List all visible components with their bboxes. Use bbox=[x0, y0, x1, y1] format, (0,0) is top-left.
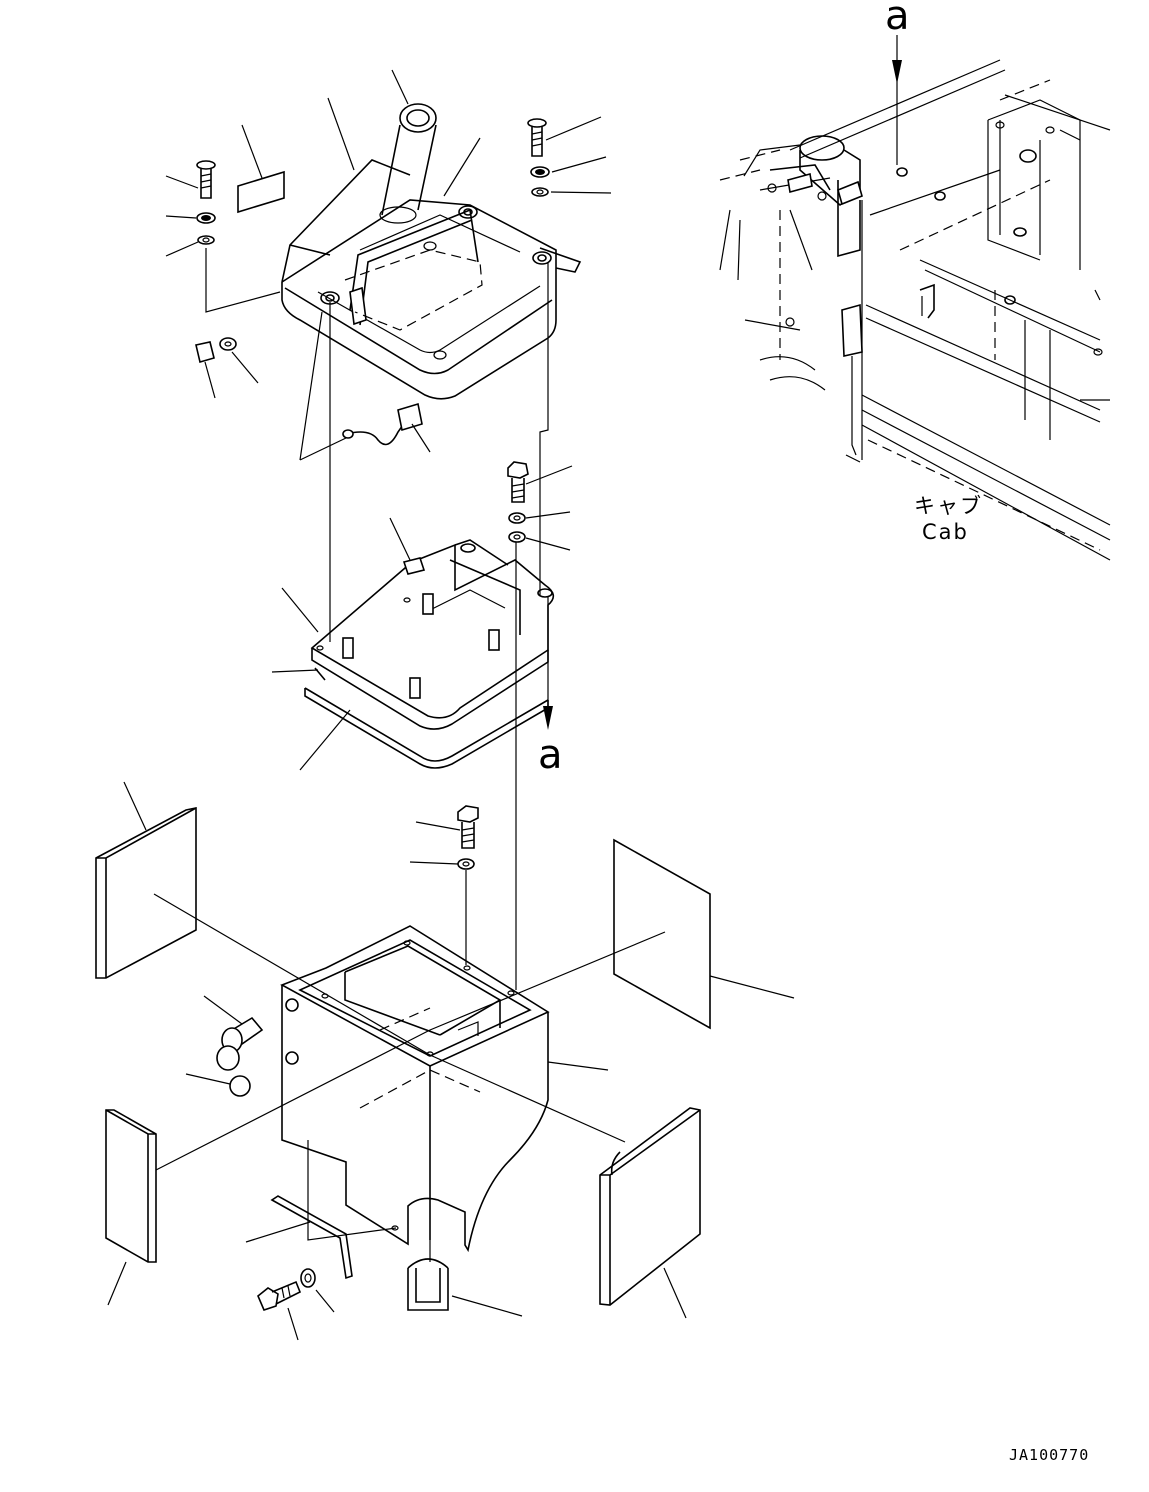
reference-letter-a-mid: a bbox=[538, 732, 563, 778]
callout-leaders bbox=[107, 69, 795, 1341]
wiring-harness bbox=[342, 402, 423, 446]
side-panel-upper-right bbox=[613, 838, 711, 1030]
side-panel-upper-left bbox=[95, 807, 197, 979]
side-panel-lower-left bbox=[105, 1109, 157, 1263]
u-bracket bbox=[407, 1258, 449, 1311]
clip-and-washer bbox=[195, 337, 237, 363]
console-tray bbox=[281, 103, 582, 400]
cab-label-japanese: キャブ bbox=[914, 494, 983, 518]
reference-arrow-top bbox=[892, 35, 902, 165]
cab-label-english: Cab bbox=[922, 520, 969, 544]
key-switch bbox=[216, 1016, 264, 1097]
console-box bbox=[280, 925, 550, 1253]
cab-detail bbox=[719, 59, 1111, 561]
bolt-top-right bbox=[527, 118, 550, 197]
bolt-top-left bbox=[196, 160, 216, 245]
rod bbox=[270, 1195, 353, 1280]
bolt-bottom bbox=[257, 1268, 316, 1311]
base-plate bbox=[310, 539, 555, 730]
side-panel-lower-right bbox=[599, 1107, 701, 1306]
bolt-lower bbox=[457, 805, 479, 870]
rubber-seal bbox=[304, 687, 549, 769]
drawing-number: JA100770 bbox=[1009, 1446, 1090, 1464]
bolt-middle bbox=[507, 461, 529, 543]
reference-arrow-mid bbox=[543, 596, 553, 730]
reference-letter-a-top: a bbox=[885, 0, 910, 39]
decal-plate bbox=[237, 170, 285, 214]
